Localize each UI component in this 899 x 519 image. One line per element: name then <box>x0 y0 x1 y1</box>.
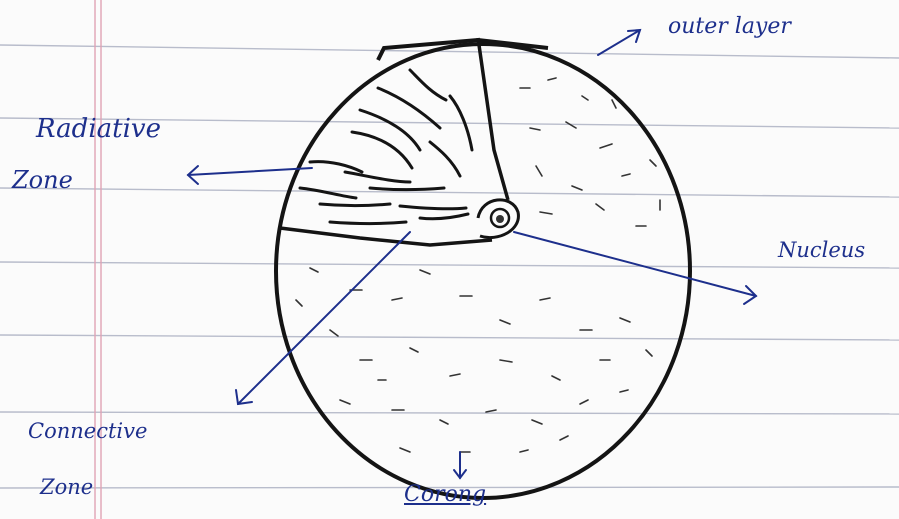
outer-layer-label: outer layer <box>668 16 791 38</box>
convective-zone-arrow <box>238 232 410 404</box>
convective-zone-label-line2: Zone <box>40 477 93 498</box>
radiative-divider-vertical <box>478 38 508 200</box>
radiative-zone-label: Radiative <box>36 116 161 142</box>
convective-zone-label: Connective <box>28 421 147 442</box>
nucleus-label: Nucleus <box>778 240 865 261</box>
corona-label: Corong <box>404 484 486 506</box>
radiative-divider-horizontal <box>280 228 492 245</box>
pointer-arrows <box>188 30 756 478</box>
radiative-zone-hatching <box>300 70 472 224</box>
radiative-zone-arrow <box>188 168 312 175</box>
outer-layer-arrow <box>598 30 640 55</box>
nucleus-arrow <box>514 232 756 296</box>
radiative-zone-label-line2: Zone <box>12 168 73 192</box>
nucleus-core <box>478 200 518 238</box>
outer-layer-circle <box>276 44 690 498</box>
